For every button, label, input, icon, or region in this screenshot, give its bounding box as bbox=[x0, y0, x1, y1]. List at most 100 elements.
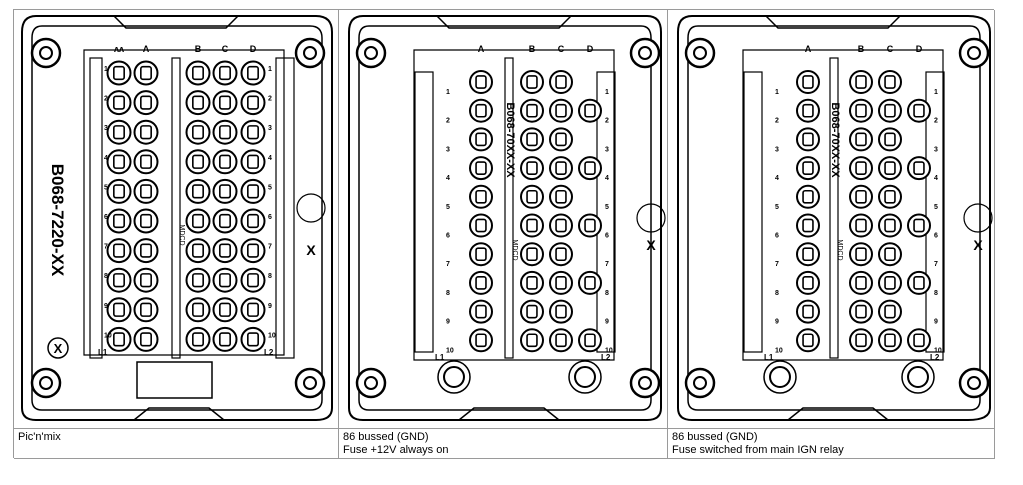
fuse-socket bbox=[796, 127, 820, 152]
column-letter-a: A bbox=[143, 44, 150, 54]
fuse-socket-slot bbox=[192, 65, 204, 81]
fuse-socket bbox=[469, 242, 493, 267]
fuse-socket bbox=[240, 119, 266, 145]
row-number: 2 bbox=[268, 96, 272, 103]
column-letter-b: B bbox=[529, 44, 536, 54]
fuse-socket bbox=[212, 60, 238, 86]
fuse-socket bbox=[185, 60, 211, 86]
fuse-socket-grid-3 bbox=[796, 70, 931, 353]
fuse-socket-slot bbox=[526, 333, 538, 348]
fuse-socket-slot bbox=[802, 276, 814, 290]
fuse-socket bbox=[849, 127, 873, 152]
fuse-socket bbox=[520, 127, 544, 152]
fuse-socket bbox=[549, 98, 573, 123]
fuse-socket-slot bbox=[247, 184, 259, 199]
mount-hole-bl bbox=[684, 367, 716, 399]
fuse-socket bbox=[185, 208, 211, 234]
fuse-socket bbox=[106, 90, 132, 116]
fuse-socket bbox=[796, 242, 820, 267]
row-number: 8 bbox=[104, 273, 108, 280]
fuse-socket-slot bbox=[584, 161, 596, 175]
fuse-socket bbox=[878, 213, 902, 238]
row-number: 3 bbox=[775, 146, 779, 153]
fuse-socket-slot bbox=[884, 304, 896, 319]
fuse-socket-slot bbox=[247, 95, 259, 110]
fuse-socket bbox=[212, 119, 238, 145]
fuse-socket bbox=[185, 90, 211, 116]
fuse-socket-slot bbox=[884, 161, 896, 175]
fuse-socket-slot bbox=[855, 75, 867, 89]
fuse-socket bbox=[469, 328, 493, 353]
mount-hole-bl bbox=[30, 367, 62, 399]
row-number: 10 bbox=[934, 347, 942, 354]
fuse-socket bbox=[878, 184, 902, 209]
fuse-socket bbox=[520, 270, 544, 295]
row-number: 9 bbox=[446, 319, 450, 326]
fuse-socket bbox=[849, 328, 873, 353]
fuse-socket bbox=[106, 238, 132, 264]
column-letter-d: D bbox=[916, 44, 923, 54]
fuse-socket-slot bbox=[247, 243, 259, 258]
fuse-socket bbox=[133, 208, 159, 234]
row-number: 7 bbox=[775, 261, 779, 268]
fuse-socket bbox=[106, 297, 132, 323]
fuse-socket bbox=[549, 328, 573, 353]
fuse-socket-slot bbox=[247, 302, 259, 317]
fuse-socket bbox=[520, 242, 544, 267]
fuse-socket-slot bbox=[113, 184, 125, 199]
fuse-socket bbox=[796, 184, 820, 209]
corner-label-l2: L2 bbox=[264, 348, 274, 357]
fuse-socket-slot bbox=[247, 125, 259, 140]
fuse-socket bbox=[133, 119, 159, 145]
fuse-socket bbox=[520, 213, 544, 238]
fuse-socket bbox=[240, 297, 266, 323]
part-number-label: B068-70XX-XX bbox=[504, 102, 516, 178]
row-number: 1 bbox=[268, 66, 272, 73]
fuse-socket-slot bbox=[140, 332, 152, 347]
row-number: 10 bbox=[605, 347, 613, 354]
fuse-socket-slot bbox=[884, 333, 896, 348]
fuse-socket-slot bbox=[219, 65, 231, 81]
fuse-socket-slot bbox=[113, 125, 125, 140]
corner-label-l2: L2 bbox=[601, 353, 611, 362]
row-number: 5 bbox=[268, 184, 272, 191]
fuse-socket bbox=[185, 119, 211, 145]
fuse-socket-slot bbox=[855, 218, 867, 233]
fuse-socket-slot bbox=[140, 125, 152, 140]
fuse-socket bbox=[907, 213, 931, 238]
row-number: 5 bbox=[446, 204, 450, 211]
fuse-socket bbox=[796, 70, 820, 94]
row-number: 10 bbox=[268, 332, 276, 339]
fuse-socket bbox=[549, 184, 573, 209]
fuse-socket-grid-2 bbox=[469, 70, 602, 353]
fuse-socket bbox=[133, 297, 159, 323]
fuse-socket bbox=[469, 299, 493, 324]
fuse-socket bbox=[520, 299, 544, 324]
caption-line: Pic'n'mix bbox=[18, 431, 61, 443]
fuse-socket-slot bbox=[475, 304, 487, 319]
fuse-socket bbox=[849, 184, 873, 209]
fuse-socket bbox=[185, 326, 211, 352]
fuse-socket bbox=[106, 178, 132, 204]
column-letter-a: A bbox=[805, 44, 812, 54]
fuse-socket-slot bbox=[584, 103, 596, 118]
fuse-socket-slot bbox=[555, 304, 567, 319]
corner-label-l1: L1 bbox=[764, 353, 774, 362]
fuse-socket bbox=[212, 267, 238, 293]
fuse-socket-slot bbox=[884, 132, 896, 147]
fuse-socket-slot bbox=[475, 103, 487, 118]
fuse-socket bbox=[469, 70, 493, 94]
x-mark: X bbox=[54, 341, 63, 356]
fuse-socket bbox=[849, 70, 873, 94]
row-number: 5 bbox=[104, 184, 108, 191]
fuse-socket-slot bbox=[802, 75, 814, 89]
caption-line: Fuse switched from main IGN relay bbox=[672, 444, 844, 456]
column-letter-b: B bbox=[858, 44, 865, 54]
fuse-socket bbox=[240, 178, 266, 204]
fuse-socket bbox=[133, 326, 159, 352]
row-number: 3 bbox=[104, 125, 108, 132]
fuse-socket-slot bbox=[219, 273, 231, 288]
fuse-socket-slot bbox=[802, 218, 814, 233]
fuse-socket bbox=[549, 70, 573, 94]
